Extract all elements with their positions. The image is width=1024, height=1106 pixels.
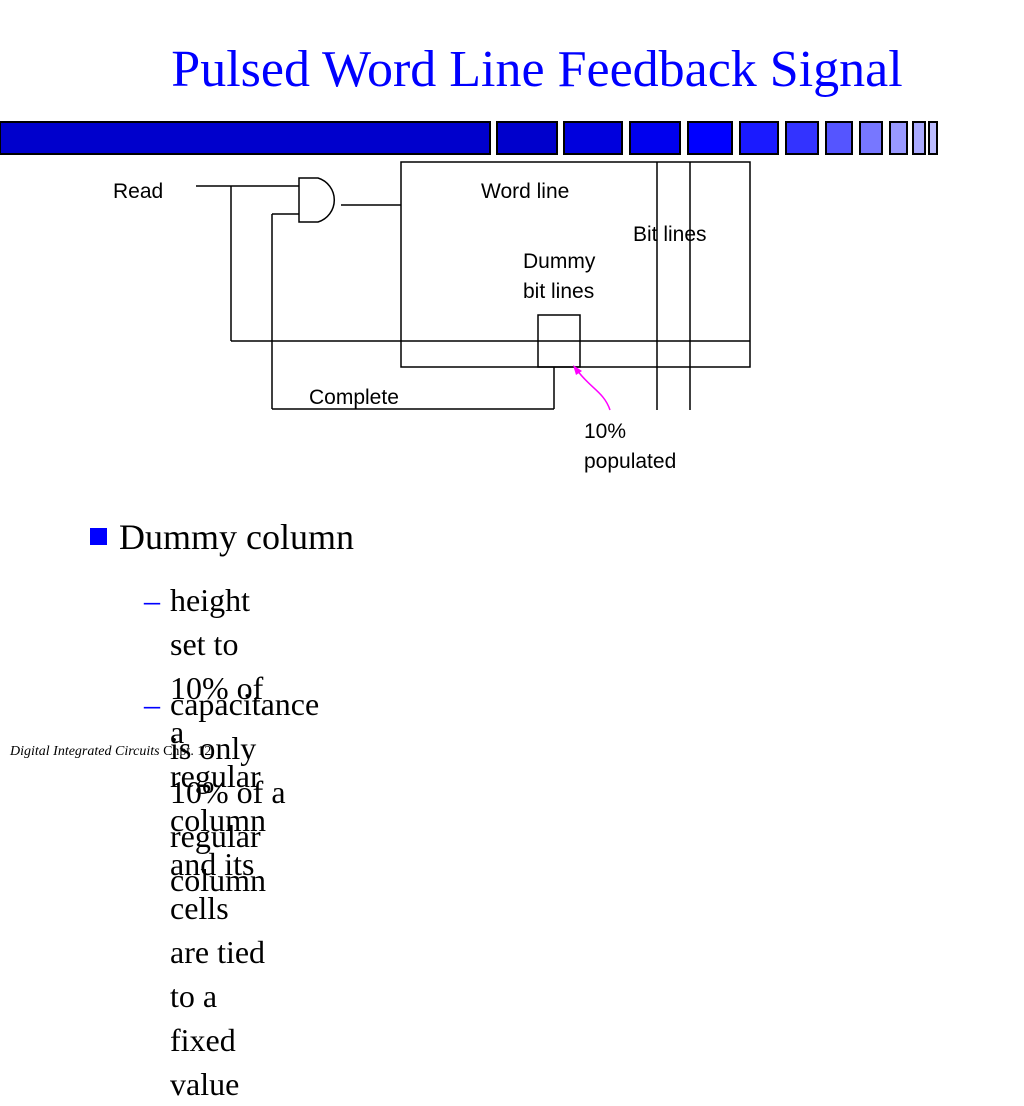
square-bullet-icon <box>90 528 107 545</box>
title-banner <box>0 121 938 155</box>
dummy-column <box>537 314 581 368</box>
sub-bullet-1-line2: cells are tied to a fixed value <box>170 890 266 1102</box>
pointer-arrowhead <box>573 365 582 375</box>
circuit-diagram <box>196 161 751 411</box>
sub-bullet-2: – capacitance is only 10% of a regular c… <box>144 682 320 902</box>
label-complete: Complete <box>309 386 399 409</box>
bullet-main: Dummy column <box>90 516 354 558</box>
label-read: Read <box>113 180 164 203</box>
label-word-line: Word line <box>481 180 570 203</box>
sub-bullet-2-line1: capacitance is only 10% of a regular col… <box>170 686 320 898</box>
label-dummy: Dummy <box>523 250 596 273</box>
and-gate <box>298 177 335 223</box>
slide-title: Pulsed Word Line Feedback Signal <box>171 41 903 98</box>
bullet-main-text: Dummy column <box>119 517 354 557</box>
slide-footer: Digital Integrated Circuits Chpt. 12 <box>10 744 211 760</box>
dash-bullet-icon: – <box>144 686 160 722</box>
footer-chapter: Chpt. 12 <box>163 744 212 759</box>
footer-course: Digital Integrated Circuits <box>10 744 160 759</box>
dash-bullet-icon: – <box>144 582 160 618</box>
label-10-percent: 10% <box>584 420 627 443</box>
label-dummy-bit-lines: bit lines <box>523 280 595 303</box>
label-bit-lines: Bit lines <box>633 223 707 246</box>
pointer-arrow <box>576 369 611 411</box>
label-populated: populated <box>584 450 677 473</box>
